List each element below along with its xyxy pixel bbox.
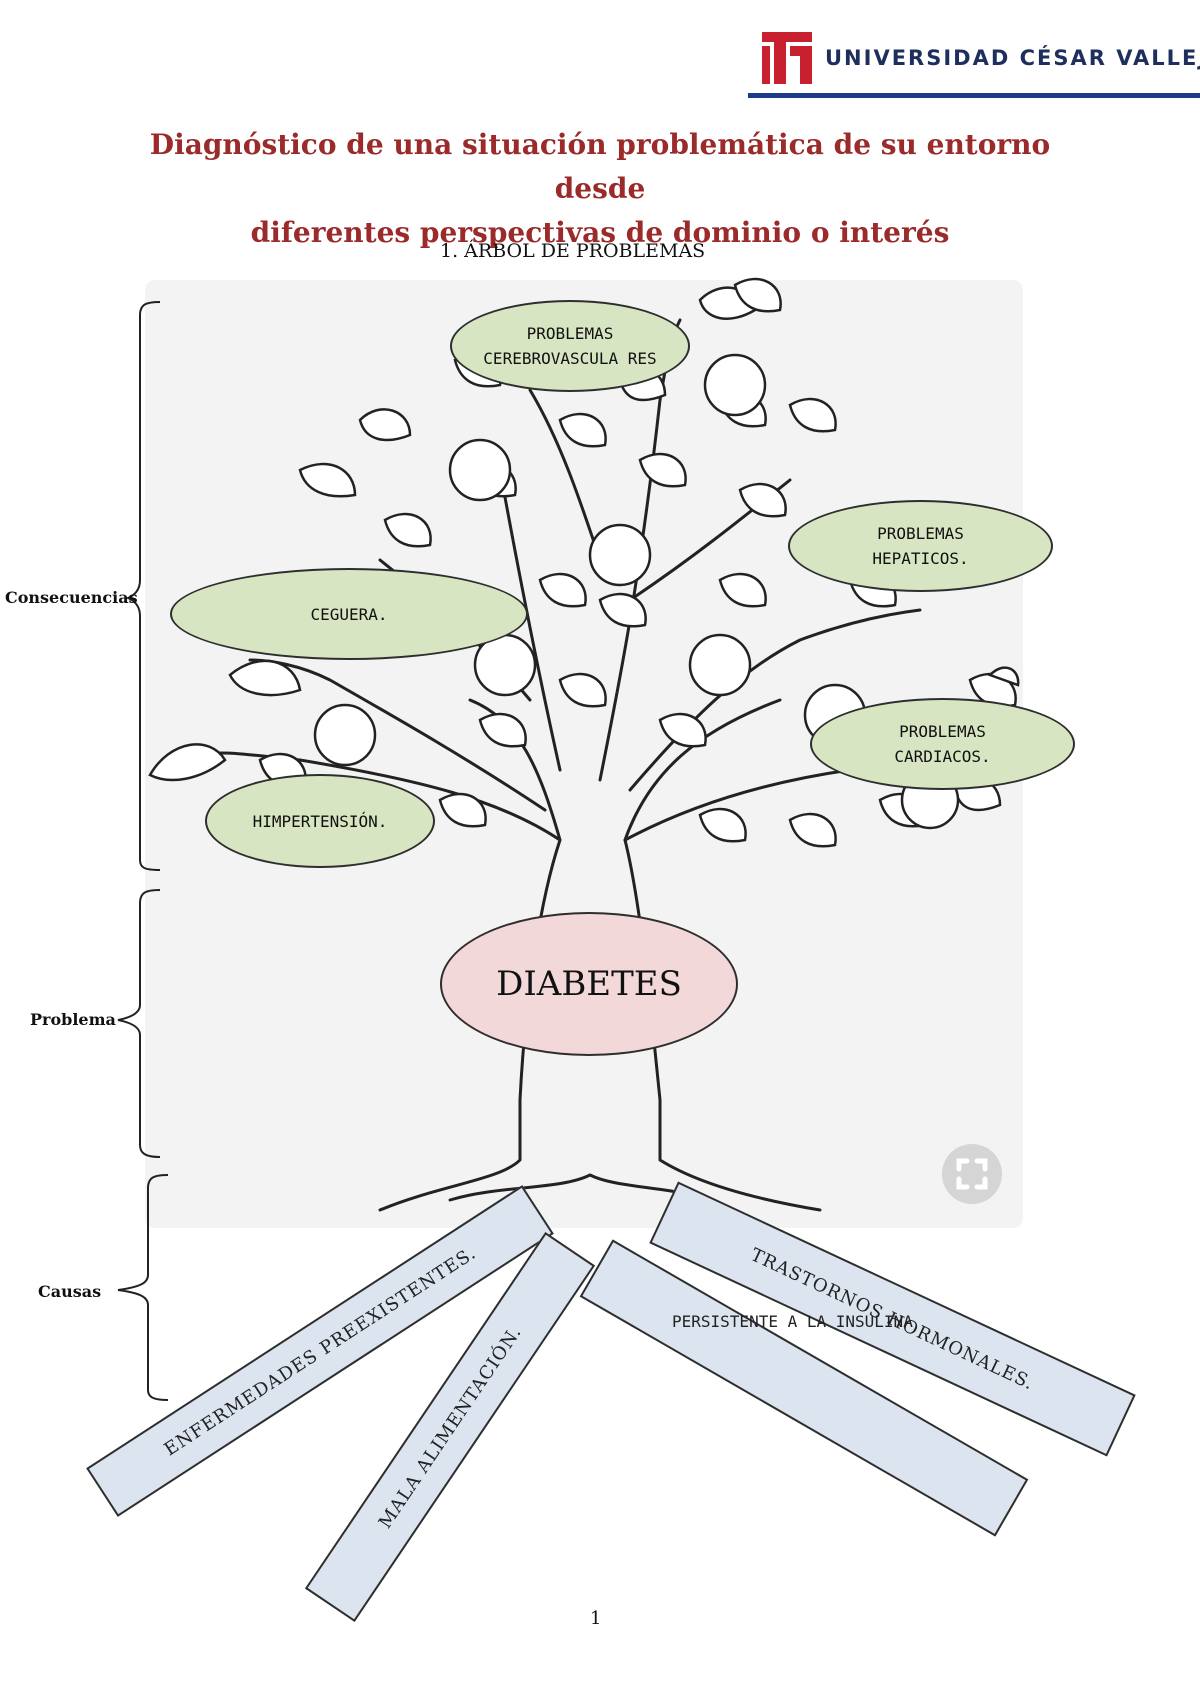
header-divider	[748, 93, 1200, 98]
page-number: 1	[590, 1608, 602, 1629]
page-title: Diagnóstico de una situación problemátic…	[140, 123, 1060, 255]
consequence-cardiacos: PROBLEMAS CARDIACOS.	[810, 698, 1075, 790]
university-logo-icon	[762, 32, 812, 84]
title-line-1: Diagnóstico de una situación problemátic…	[149, 128, 1051, 205]
label-causas: Causas	[38, 1282, 102, 1301]
consequence-cerebrovasculares: PROBLEMAS CEREBROVASCULA RES	[450, 300, 690, 392]
brace-lines	[117, 301, 169, 1401]
title-line-2: diferentes perspectivas de dominio o int…	[250, 216, 950, 249]
consequence-ceguera: CEGUERA.	[170, 568, 528, 660]
label-consecuencias: Consecuencias	[5, 588, 138, 607]
university-name: UNIVERSIDAD CÉSAR VALLEJO	[825, 46, 1200, 70]
expand-icon[interactable]	[940, 1142, 1004, 1206]
problem-diabetes: DIABETES	[440, 912, 738, 1056]
section-heading: 1. ÁRBOL DE PROBLEMAS	[440, 240, 706, 262]
cause-insulina-text: PERSISTENTE A LA INSULINA	[672, 1312, 913, 1331]
label-problema: Problema	[30, 1010, 116, 1029]
consequence-hipertension: HIMPERTENSIÓN.	[205, 774, 435, 868]
consequence-hepaticos: PROBLEMAS HEPATICOS.	[788, 500, 1053, 592]
